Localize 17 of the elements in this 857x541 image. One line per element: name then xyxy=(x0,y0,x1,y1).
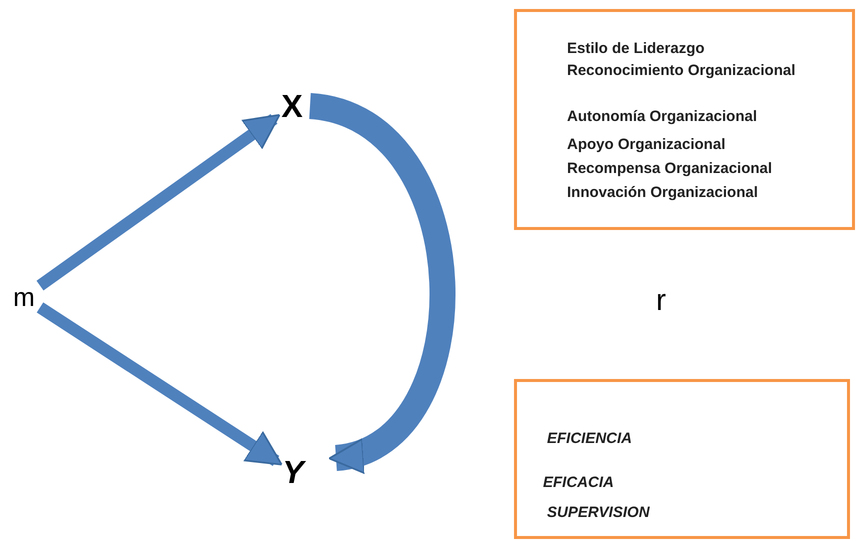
list-item-text: Reconocimiento Organizacional xyxy=(567,61,796,81)
text-box xyxy=(514,9,855,230)
list-item-text: Estilo de Liderazgo xyxy=(567,39,705,59)
block-arrow xyxy=(36,114,280,290)
block-arrow xyxy=(36,302,283,466)
list-item-text: Autonomía Organizacional xyxy=(567,107,758,127)
variable-text: r xyxy=(656,283,666,319)
list-item-text: Recompensa Organizacional xyxy=(567,159,772,179)
variable-text: m xyxy=(13,280,35,314)
list-item-text: Innovación Organizacional xyxy=(567,183,758,203)
variable-text: X xyxy=(281,87,303,126)
variable-text: Y xyxy=(282,453,304,492)
list-item-text: Apoyo Organizacional xyxy=(567,135,726,155)
list-item-text: EFICIENCIA xyxy=(547,429,632,449)
list-item-text: SUPERVISION xyxy=(547,503,650,523)
text-box xyxy=(514,379,850,539)
list-item-text: EFICACIA xyxy=(543,473,614,493)
